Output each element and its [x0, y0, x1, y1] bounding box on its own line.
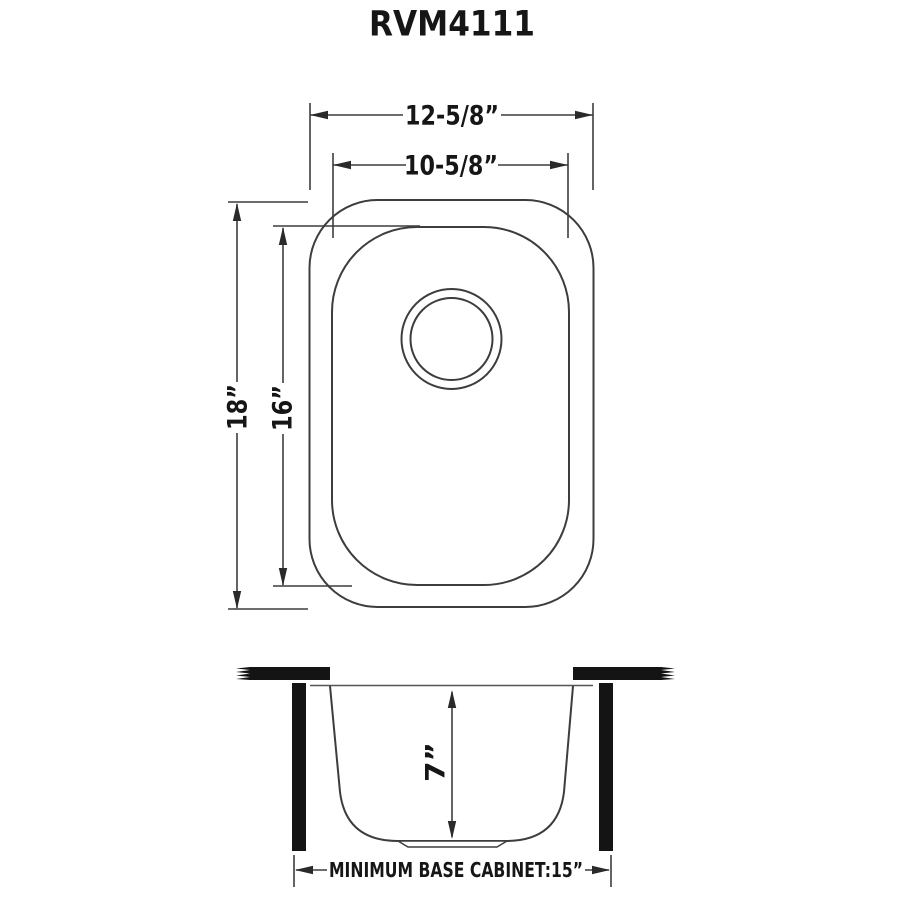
- model-number-title: RVM4111: [369, 5, 535, 45]
- section-view: 7” MINIMUM BASE CABINET:15”: [236, 667, 675, 887]
- outer-width-value: 12-5/8”: [405, 101, 499, 132]
- top-view: 12-5/8” 10-5/8” 18”: [223, 101, 595, 610]
- dimension-outer-length: 18”: [223, 201, 308, 610]
- arrowhead-left-icon: [295, 865, 313, 875]
- cabinet-wall-left: [292, 683, 306, 851]
- outer-length-value: 18”: [223, 384, 254, 430]
- arrowhead-up-icon: [278, 227, 288, 245]
- arrowhead-left-icon: [333, 160, 351, 170]
- dimension-inner-width: 10-5/8”: [332, 151, 569, 238]
- arrowhead-down-icon: [232, 591, 242, 609]
- arrowhead-left-icon: [310, 110, 328, 120]
- sink-bowl-inner-outline: [331, 226, 570, 586]
- arrowhead-down-icon: [278, 568, 288, 586]
- arrowhead-up-icon: [447, 690, 457, 708]
- arrowhead-up-icon: [232, 203, 242, 221]
- inner-length-value: 16”: [268, 385, 299, 431]
- dimension-bowl-depth: 7”: [421, 690, 457, 839]
- arrowhead-right-icon: [550, 160, 568, 170]
- bowl-depth-value: 7”: [421, 742, 452, 782]
- countertop-right: [573, 667, 675, 680]
- drain-plate: [395, 840, 510, 848]
- inner-width-value: 10-5/8”: [404, 151, 498, 182]
- cabinet-wall-right: [599, 683, 613, 851]
- arrowhead-down-icon: [447, 821, 457, 839]
- arrowhead-right-icon: [575, 110, 593, 120]
- drain-inner-circle: [409, 297, 494, 381]
- base-cabinet-value: MINIMUM BASE CABINET:15”: [329, 858, 583, 882]
- drain-outer-circle: [400, 288, 503, 390]
- dimension-base-cabinet: MINIMUM BASE CABINET:15”: [293, 855, 612, 887]
- countertop-left: [236, 667, 330, 680]
- dimension-inner-length: 16”: [268, 225, 420, 587]
- dimension-outer-width: 12-5/8”: [309, 101, 594, 190]
- arrowhead-right-icon: [592, 865, 610, 875]
- sink-outer-rim-outline: [308, 199, 595, 608]
